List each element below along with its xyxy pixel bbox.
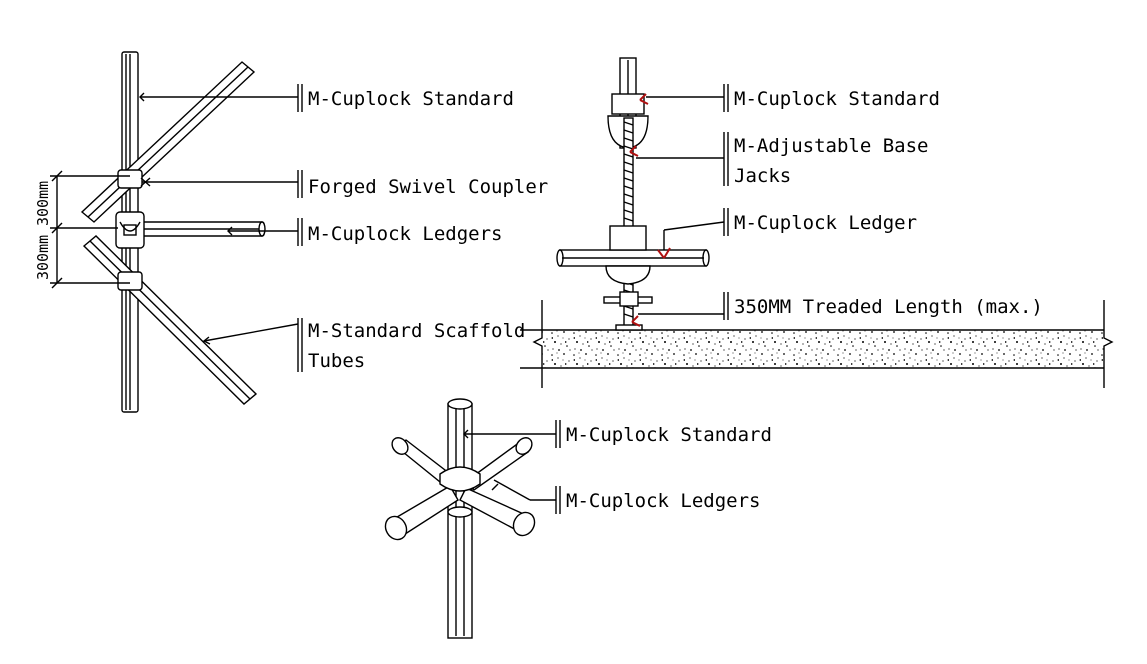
- right-mid-lock: [609, 225, 647, 251]
- bottom-lower-cup: [447, 506, 473, 518]
- bottom-standard-tube: [447, 398, 473, 639]
- bottom-ledger-sw: [384, 485, 459, 541]
- left-elevation-diagram: 300mm 300mm M-Cuplock Standard Forged Sw…: [34, 51, 548, 413]
- left-label-tubes-line2: Tubes: [308, 350, 365, 372]
- left-label-coupler: Forged Swivel Coupler: [308, 176, 548, 198]
- left-lower-diagonal-tube: [82, 235, 258, 405]
- right-ledger-tube: [556, 249, 710, 267]
- bottom-label-standard: M-Cuplock Standard: [566, 424, 772, 446]
- right-mid-cup: [605, 265, 651, 285]
- left-couplers: [115, 169, 151, 291]
- bottom-isometric-node-diagram: M-Cuplock Standard M-Cuplock Ledgers: [384, 398, 772, 639]
- left-dimension-lines: [50, 170, 130, 289]
- left-label-ledgers: M-Cuplock Ledgers: [308, 223, 502, 245]
- left-upper-diagonal-tube: [80, 61, 256, 223]
- left-leader-lines: [139, 84, 303, 372]
- right-top-lock: [611, 93, 645, 115]
- left-label-tubes-line1: M-Standard Scaffold: [308, 320, 525, 342]
- bottom-label-ledgers: M-Cuplock Ledgers: [566, 490, 760, 512]
- dim-label-lower: 300mm: [34, 235, 52, 280]
- jack-base-plate: [615, 324, 643, 331]
- bottom-leader-lines: [463, 420, 561, 514]
- right-label-length: 350MM Treaded Length (max.): [734, 296, 1043, 318]
- right-base-jack-diagram: M-Cuplock Standard M-Adjustable Base Jac…: [520, 57, 1114, 388]
- dim-label-upper: 300mm: [34, 181, 52, 226]
- red-markers: [629, 93, 671, 327]
- right-label-jacks-line1: M-Adjustable Base: [734, 135, 928, 157]
- left-ledger-tube: [137, 221, 266, 237]
- jack-nut: [619, 291, 639, 307]
- right-leader-lines: [636, 84, 729, 320]
- right-label-jacks-line2: Jacks: [734, 165, 791, 187]
- right-label-ledger: M-Cuplock Ledger: [734, 212, 917, 234]
- bottom-ledger-se: [459, 487, 536, 537]
- bottom-cup: [439, 466, 481, 492]
- concrete-slab: [520, 300, 1114, 388]
- right-label-standard: M-Cuplock Standard: [734, 88, 940, 110]
- left-label-standard: M-Cuplock Standard: [308, 88, 514, 110]
